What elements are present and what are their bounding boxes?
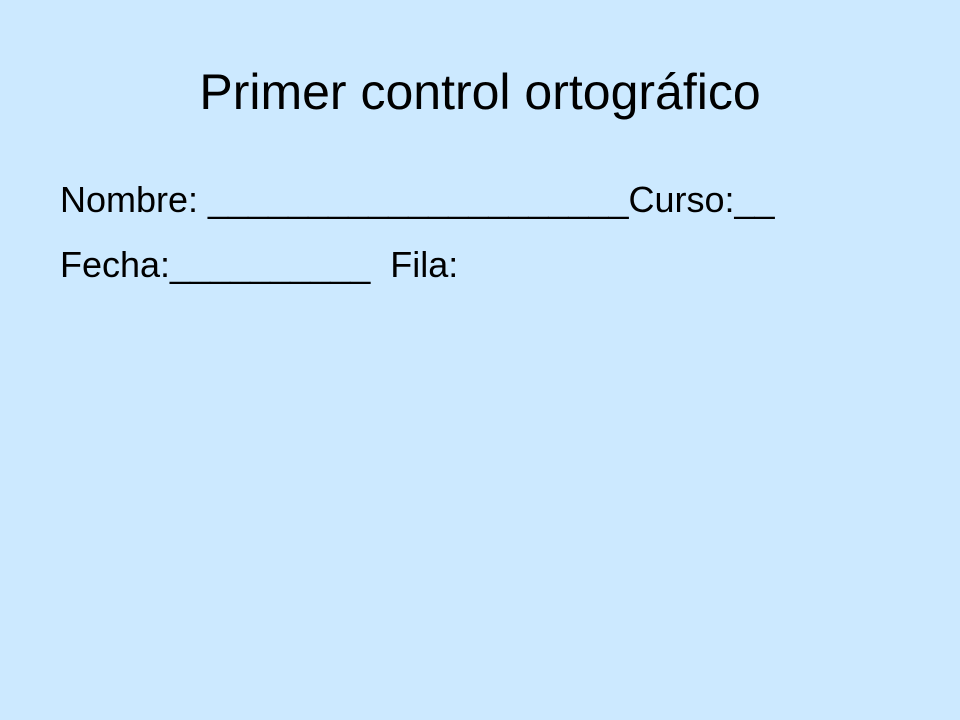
name-course-line: Nombre: _____________________Curso:__ [60, 179, 775, 220]
slide-title: Primer control ortográfico [199, 64, 761, 120]
date-row-line: Fecha:__________ Fila: [60, 244, 459, 285]
